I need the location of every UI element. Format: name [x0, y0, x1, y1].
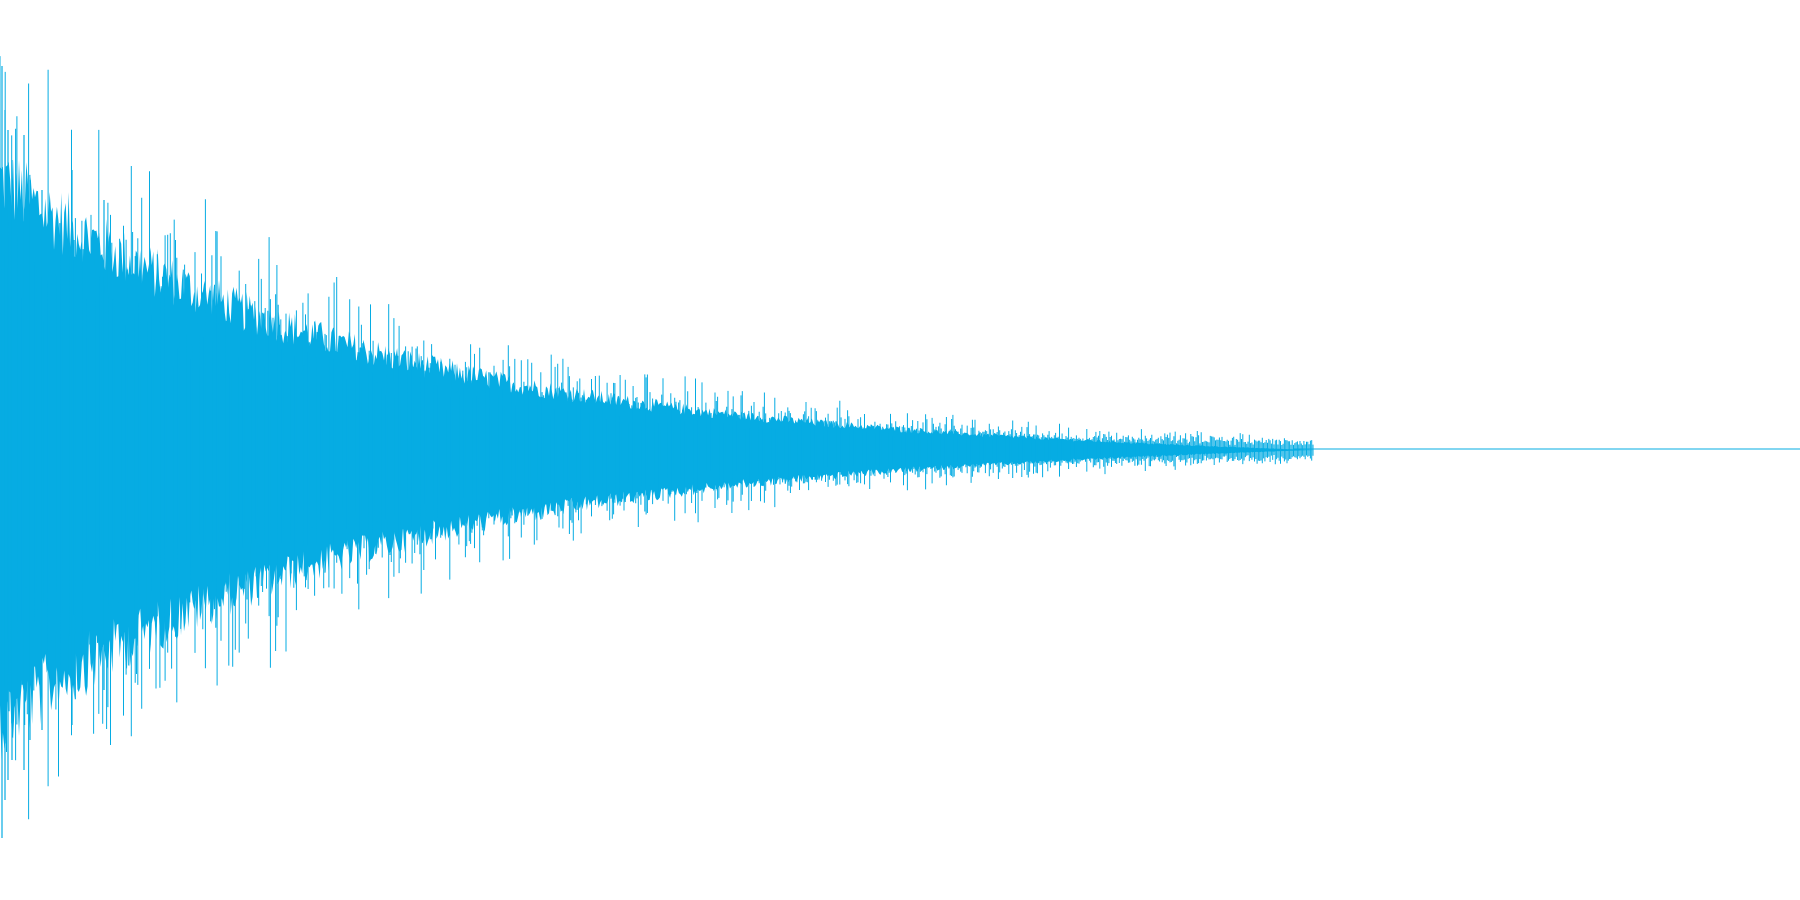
waveform-attack-peaks	[1, 66, 105, 838]
waveform-transients	[0, 56, 1314, 820]
waveform-envelope	[0, 56, 1314, 838]
